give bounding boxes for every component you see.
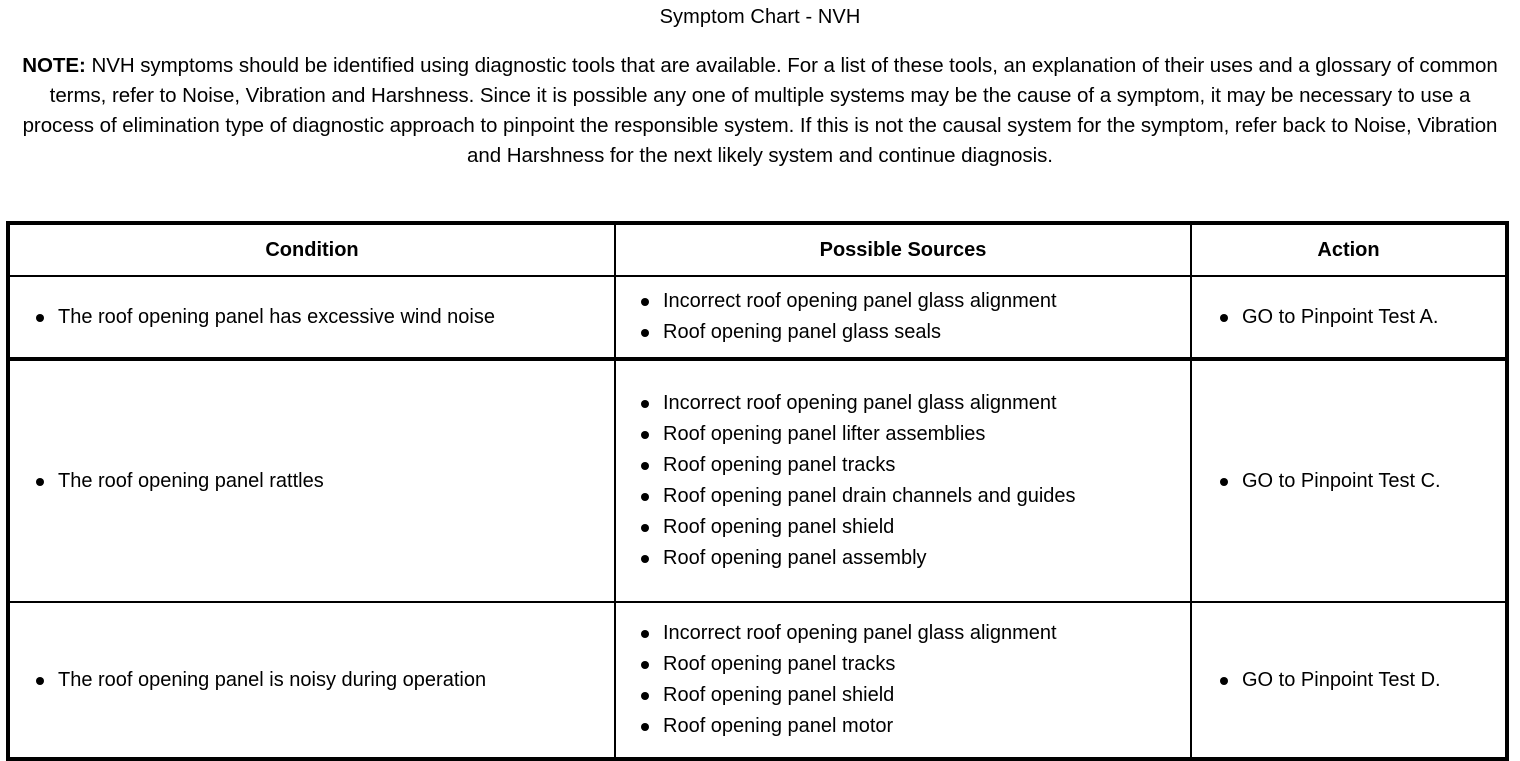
list-item: Roof opening panel shield xyxy=(630,680,1182,711)
column-header-possible-sources: Possible Sources xyxy=(614,223,1192,277)
list-item: Roof opening panel tracks xyxy=(630,649,1182,680)
list-item: GO to Pinpoint Test D. xyxy=(1212,665,1497,696)
cell-action: GO to Pinpoint Test C. xyxy=(1190,359,1507,603)
column-header-condition: Condition xyxy=(8,223,616,277)
list-item: Incorrect roof opening panel glass align… xyxy=(630,618,1182,649)
list-item: Roof opening panel motor xyxy=(630,711,1182,742)
action-list: GO to Pinpoint Test A. xyxy=(1192,293,1505,342)
list-item: Incorrect roof opening panel glass align… xyxy=(630,388,1182,419)
cell-action: GO to Pinpoint Test D. xyxy=(1190,602,1507,759)
sources-list: Incorrect roof opening panel glass align… xyxy=(616,379,1190,583)
list-item: The roof opening panel is noisy during o… xyxy=(28,665,606,696)
note-text: NVH symptoms should be identified using … xyxy=(22,54,1498,167)
cell-condition: The roof opening panel has excessive win… xyxy=(8,276,616,361)
symptom-table-wrapper: Condition Possible Sources Action The ro… xyxy=(6,221,1509,761)
note-block: NOTE: NVH symptoms should be identified … xyxy=(14,51,1506,171)
list-item: Roof opening panel tracks xyxy=(630,450,1182,481)
action-list: GO to Pinpoint Test C. xyxy=(1192,457,1505,506)
cell-possible-sources: Incorrect roof opening panel glass align… xyxy=(614,359,1192,603)
page-title: Symptom Chart - NVH xyxy=(659,6,861,28)
list-item: Roof opening panel shield xyxy=(630,512,1182,543)
list-item: Roof opening panel assembly xyxy=(630,543,1182,574)
list-item: Roof opening panel drain channels and gu… xyxy=(630,481,1182,512)
symptom-table: Condition Possible Sources Action The ro… xyxy=(6,221,1509,761)
list-item: Incorrect roof opening panel glass align… xyxy=(630,286,1182,317)
cell-possible-sources: Incorrect roof opening panel glass align… xyxy=(614,602,1192,759)
table-header-row: Condition Possible Sources Action xyxy=(8,223,1507,277)
note-label: NOTE: xyxy=(22,54,86,77)
sources-list: Incorrect roof opening panel glass align… xyxy=(616,277,1190,357)
sources-list: Incorrect roof opening panel glass align… xyxy=(616,609,1190,751)
list-item: Roof opening panel lifter assemblies xyxy=(630,419,1182,450)
table-row: The roof opening panel is noisy during o… xyxy=(8,602,1507,759)
table-header: Condition Possible Sources Action xyxy=(8,223,1507,277)
cell-condition: The roof opening panel rattles xyxy=(8,359,616,603)
list-item: Roof opening panel glass seals xyxy=(630,317,1182,348)
cell-possible-sources: Incorrect roof opening panel glass align… xyxy=(614,276,1192,361)
condition-list: The roof opening panel has excessive win… xyxy=(10,293,614,342)
condition-list: The roof opening panel rattles xyxy=(10,457,614,506)
list-item: The roof opening panel has excessive win… xyxy=(28,302,606,333)
list-item: The roof opening panel rattles xyxy=(28,466,606,497)
table-row: The roof opening panel has excessive win… xyxy=(8,276,1507,361)
condition-list: The roof opening panel is noisy during o… xyxy=(10,656,614,705)
cell-condition: The roof opening panel is noisy during o… xyxy=(8,602,616,759)
table-body: The roof opening panel has excessive win… xyxy=(8,276,1507,759)
list-item: GO to Pinpoint Test A. xyxy=(1212,302,1497,333)
table-row: The roof opening panel rattles Incorrect… xyxy=(8,359,1507,603)
action-list: GO to Pinpoint Test D. xyxy=(1192,656,1505,705)
column-header-action: Action xyxy=(1190,223,1507,277)
cell-action: GO to Pinpoint Test A. xyxy=(1190,276,1507,361)
list-item: GO to Pinpoint Test C. xyxy=(1212,466,1497,497)
